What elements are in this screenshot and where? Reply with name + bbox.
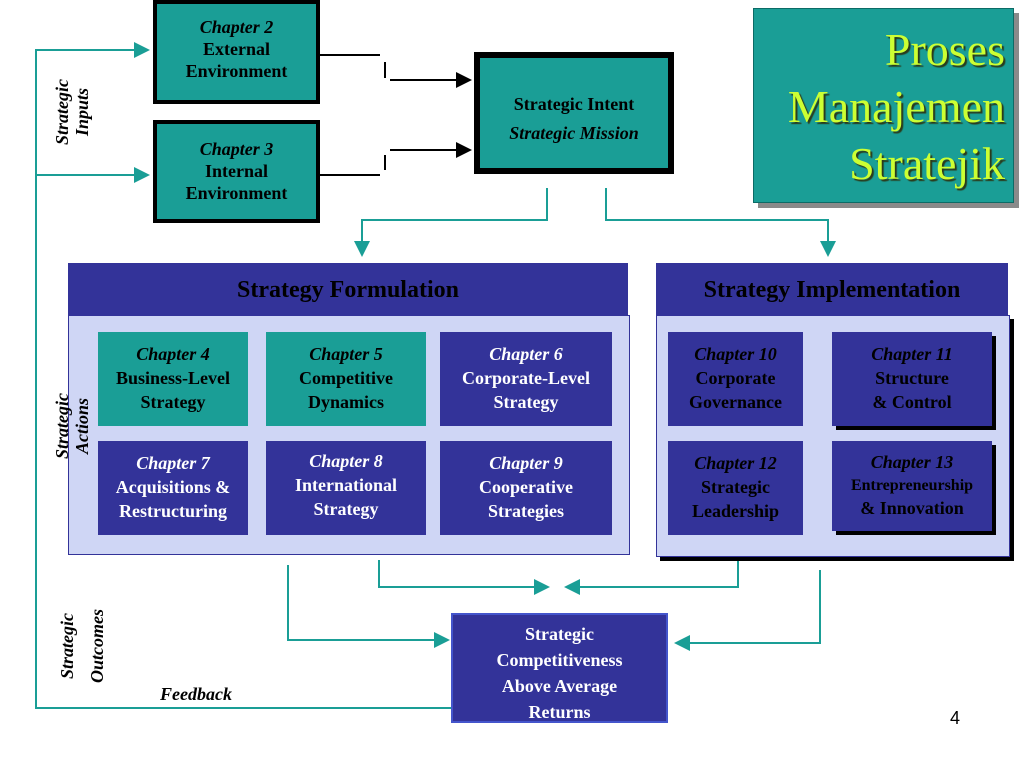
chapter-6-box: Chapter 6 Corporate-Level Strategy <box>440 332 612 426</box>
box-line-2: Strategy <box>140 392 206 412</box>
box-line-2: Strategy <box>313 499 379 519</box>
box-line-2: Governance <box>689 392 782 412</box>
box-line-1: External <box>203 39 270 59</box>
box-line-2: Leadership <box>691 501 779 521</box>
box-line-2: & Innovation <box>860 498 964 518</box>
chapter-label: Chapter 7 <box>136 453 210 473</box>
box-line-2: & Control <box>872 392 952 412</box>
side-label-line-1: Strategic <box>57 613 77 679</box>
chapter-9-box: Chapter 9 Cooperative Strategies <box>440 441 612 535</box>
formulation-header: Strategy Formulation <box>68 263 628 315</box>
box-line-1: Entrepreneurship <box>850 477 974 494</box>
box-line-1: Cooperative <box>479 477 573 497</box>
chapter-label: Chapter 11 <box>871 344 953 364</box>
box-line-1: Acquisitions & <box>115 477 231 497</box>
title-line-3: Stratejik <box>849 138 1005 189</box>
chapter-12-box: Chapter 12 Strategic Leadership <box>668 441 803 535</box>
strategic-intent-box: Strategic Intent Strategic Mission <box>474 52 674 174</box>
chapter-8-box: Chapter 8 International Strategy <box>266 441 426 535</box>
chapter-13-box: Chapter 13 Entrepreneurship & Innovation <box>832 441 992 531</box>
strategic-competitiveness-box: Strategic Competitiveness Above Average … <box>451 613 668 723</box>
box-line-2: Dynamics <box>308 392 384 412</box>
chapter-label: Chapter 2 <box>199 17 274 37</box>
chapter-label: Chapter 12 <box>694 453 777 473</box>
mission-label: Strategic Mission <box>509 123 639 143</box>
strategic-outcomes-label: Strategic Outcomes <box>52 598 112 694</box>
internal-environment-box: Chapter 3 Internal Environment <box>153 120 320 223</box>
chapter-label: Chapter 13 <box>870 452 954 472</box>
box-line-2: Restructuring <box>119 501 227 521</box>
box-line-2: Environment <box>185 61 288 81</box>
box-line-1: Competitive <box>299 368 393 388</box>
side-label-line-2: Outcomes <box>87 609 107 683</box>
chapter-label: Chapter 5 <box>309 344 383 364</box>
strategic-inputs-label: Strategic Inputs <box>52 64 92 160</box>
chapter-label: Chapter 6 <box>489 344 563 364</box>
chapter-label: Chapter 10 <box>694 344 777 364</box>
side-label-line-2: Actions <box>72 398 92 455</box>
outcome-line-1: Strategic <box>525 624 594 644</box>
box-line-1: Strategic <box>701 477 770 497</box>
title-line-1: Proses <box>884 24 1005 75</box>
chapter-10-box: Chapter 10 Corporate Governance <box>668 332 803 426</box>
outcome-line-3: Above Average <box>501 676 618 696</box>
implementation-header: Strategy Implementation <box>656 263 1008 315</box>
box-line-1: Structure <box>875 368 949 388</box>
chapter-11-box: Chapter 11 Structure & Control <box>832 332 992 426</box>
chapter-4-box: Chapter 4 Business-Level Strategy <box>98 332 248 426</box>
box-line-1: Business-Level <box>115 368 230 388</box>
feedback-label: Feedback <box>160 684 232 704</box>
outcome-line-4: Returns <box>528 702 591 722</box>
external-environment-box: Chapter 2 External Environment <box>153 0 320 104</box>
chapter-7-box: Chapter 7 Acquisitions & Restructuring <box>98 441 248 535</box>
chapter-5-box: Chapter 5 Competitive Dynamics <box>266 332 426 426</box>
side-label-line-1: Strategic <box>52 393 72 459</box>
title-line-2: Manajemen <box>787 81 1005 132</box>
flow-connectors <box>35 42 836 709</box>
chapter-label: Chapter 9 <box>489 453 563 473</box>
box-line-2: Strategy <box>493 392 559 412</box>
side-label-line-2: Inputs <box>72 87 92 137</box>
intent-label: Strategic Intent <box>513 94 635 114</box>
page-number: 4 <box>950 708 961 728</box>
chapter-label: Chapter 3 <box>199 139 274 159</box>
side-label-line-1: Strategic <box>52 79 72 145</box>
outcome-line-2: Competitiveness <box>496 650 623 670</box>
chapter-label: Chapter 8 <box>309 451 383 471</box>
box-line-1: International <box>294 475 397 495</box>
strategic-actions-label: Strategic Actions <box>52 380 92 472</box>
box-line-2: Environment <box>185 183 288 203</box>
chapter-label: Chapter 4 <box>136 344 210 364</box>
input-connectors <box>320 54 472 176</box>
box-line-1: Corporate-Level <box>462 368 590 388</box>
box-line-1: Corporate <box>695 368 776 388</box>
box-line-2: Strategies <box>488 501 564 521</box>
box-line-1: Internal <box>205 161 268 181</box>
